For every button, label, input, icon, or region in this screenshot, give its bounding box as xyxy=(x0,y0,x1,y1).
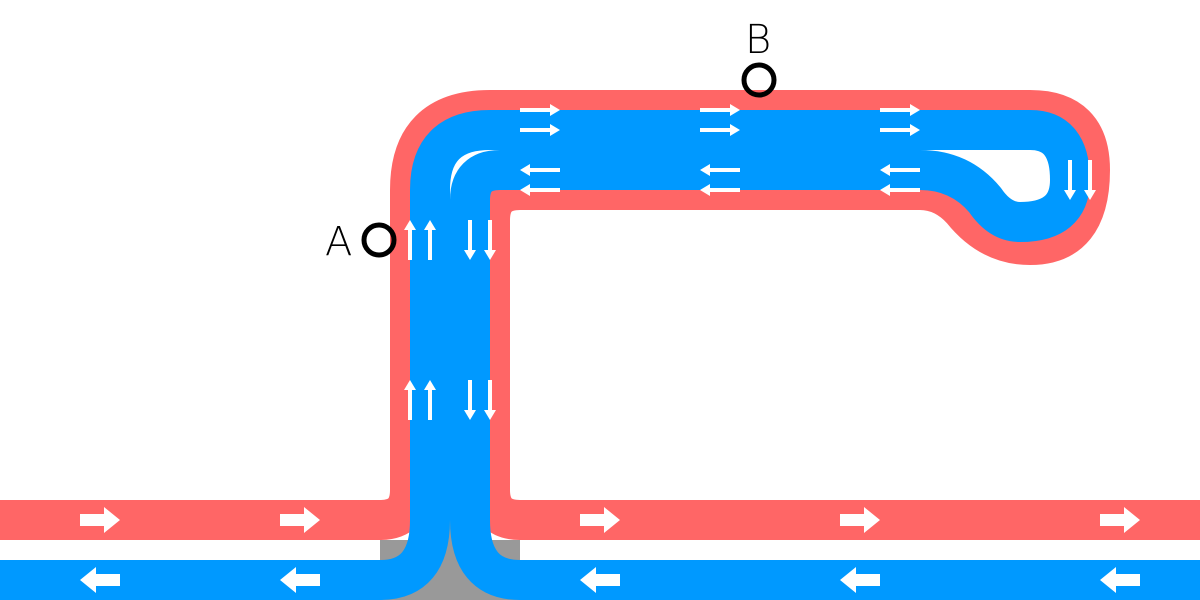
arrow-icon xyxy=(520,124,560,136)
arrow-icon xyxy=(700,164,740,176)
point-b-marker xyxy=(741,62,777,98)
point-b-label: B xyxy=(745,17,772,63)
arrow-icon xyxy=(464,380,476,420)
arrow-icon xyxy=(280,507,320,533)
arrow-icon xyxy=(1100,567,1140,593)
arrow-icon xyxy=(520,104,560,116)
arrow-icon xyxy=(840,507,880,533)
point-a-marker xyxy=(361,222,397,258)
arrow-icon xyxy=(700,104,740,116)
arrow-icon xyxy=(404,380,416,420)
red-track-left xyxy=(0,90,1200,540)
blue-track xyxy=(0,110,1200,600)
track-gap xyxy=(0,540,380,560)
arrow-icon xyxy=(520,184,560,196)
arrow-icon xyxy=(80,567,120,593)
arrow-icon xyxy=(840,567,880,593)
arrow-icon xyxy=(280,567,320,593)
arrow-icon xyxy=(880,184,920,196)
arrow-icon xyxy=(464,220,476,260)
arrow-icon xyxy=(700,124,740,136)
arrow-icon xyxy=(484,220,496,260)
arrow-icon xyxy=(404,220,416,260)
arrow-icon xyxy=(700,184,740,196)
arrow-icon xyxy=(880,104,920,116)
arrow-icon xyxy=(1084,160,1096,200)
arrow-icon xyxy=(580,567,620,593)
track-gap xyxy=(520,540,1200,560)
arrow-icon xyxy=(520,164,560,176)
arrow-icon xyxy=(880,164,920,176)
arrow-icon xyxy=(424,220,436,260)
arrow-icon xyxy=(484,380,496,420)
arrow-icon xyxy=(80,507,120,533)
point-a-label: A xyxy=(325,219,353,265)
arrow-group xyxy=(80,104,1140,593)
arrow-icon xyxy=(580,507,620,533)
arrow-icon xyxy=(1100,507,1140,533)
arrow-icon xyxy=(880,124,920,136)
arrow-icon xyxy=(424,380,436,420)
arrow-icon xyxy=(1064,160,1076,200)
